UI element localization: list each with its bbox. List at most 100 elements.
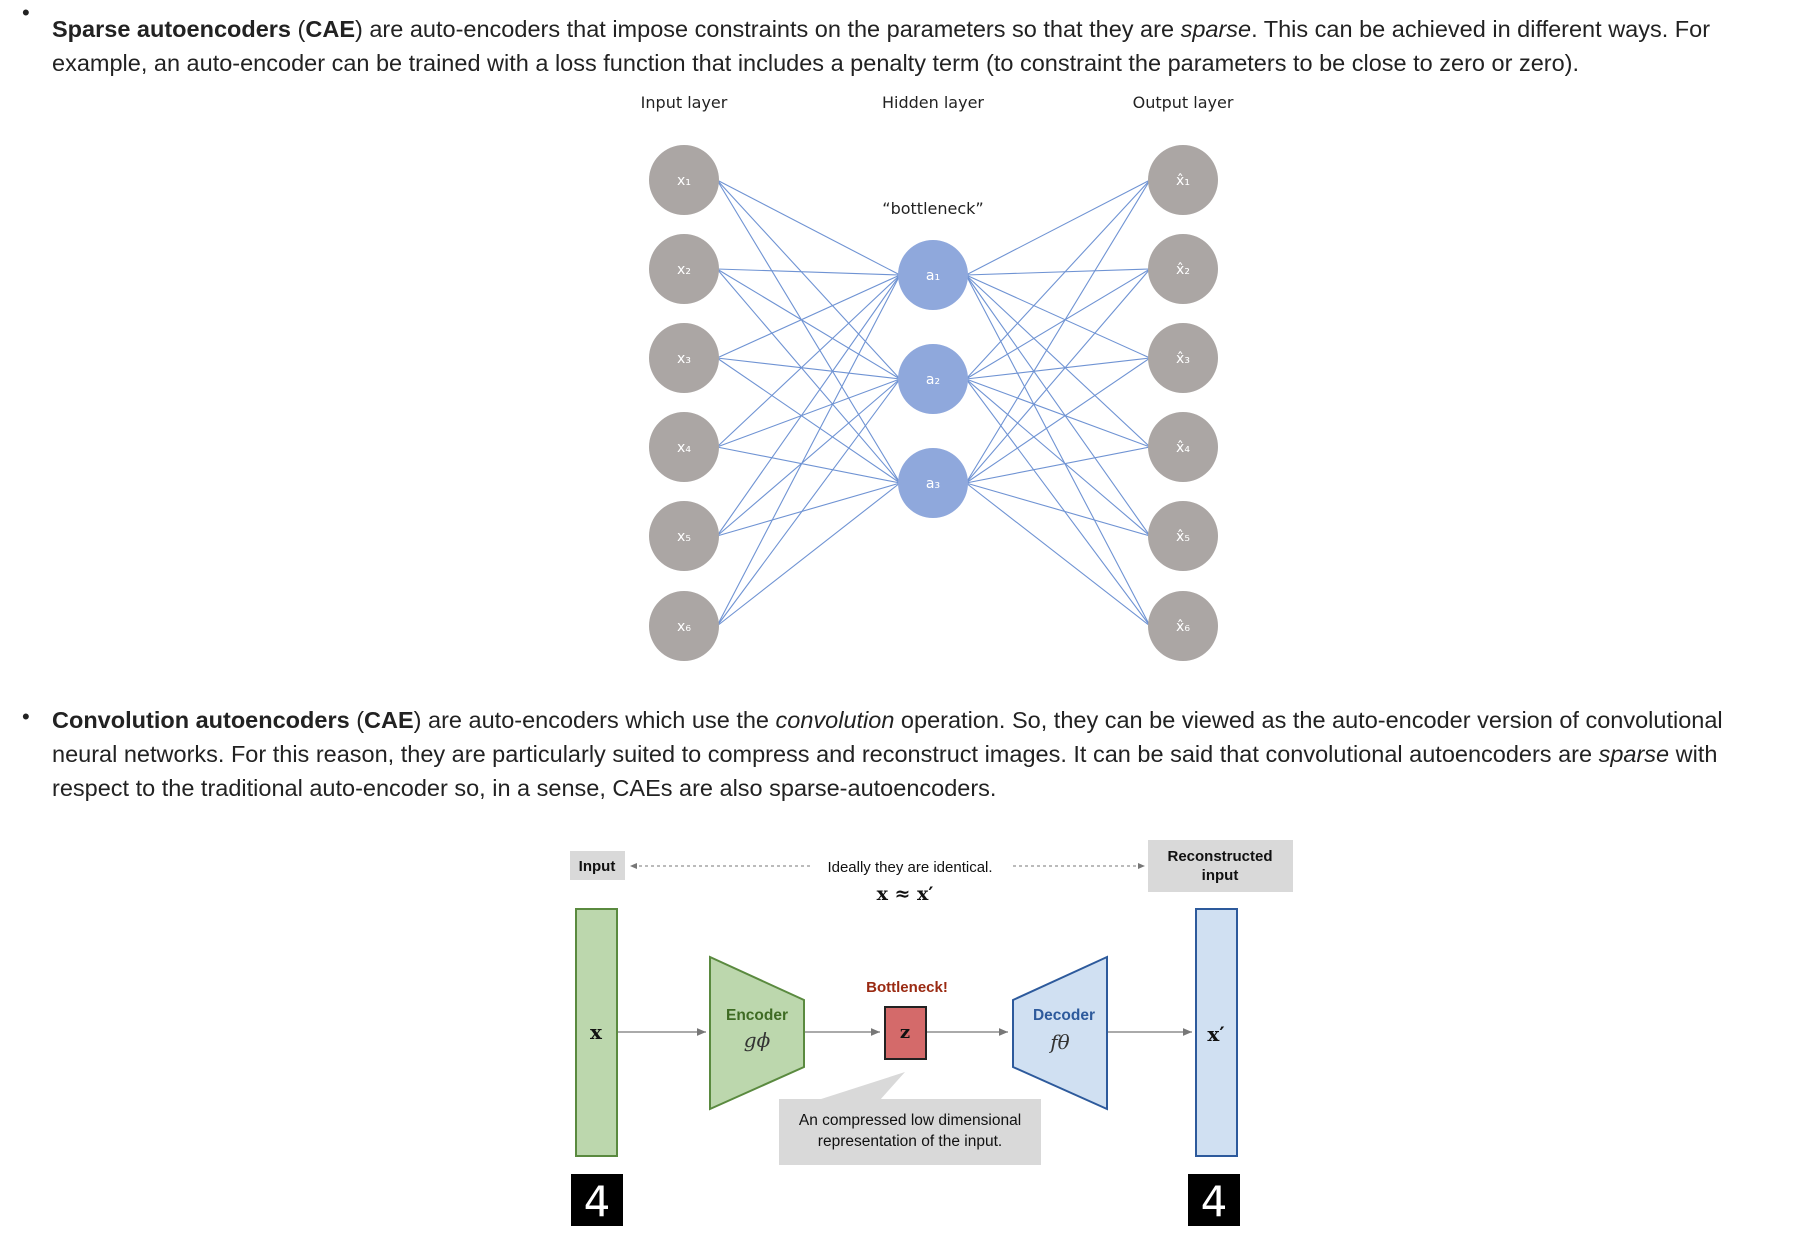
decoder-label: Decoder — [1033, 1007, 1095, 1024]
edge-hid-2-out-2 — [965, 268, 1151, 380]
input-node-5-label: x₅ — [677, 529, 691, 545]
edge-in-6-hid-3 — [716, 482, 901, 627]
reconstructed-label-line1: Reconstructed — [1167, 848, 1272, 865]
edge-hid-3-out-1 — [965, 179, 1151, 484]
conv-text-b: operation. So, they can be viewed as the… — [52, 707, 1723, 767]
edge-hid-2-out-5 — [965, 378, 1151, 537]
encoder-trapezoid — [709, 955, 805, 1111]
edge-in-6-hid-1 — [716, 274, 901, 627]
conv-title: Convolution autoencoders — [52, 707, 350, 733]
sparse-paragraph: Sparse autoencoders (CAE) are auto-encod… — [52, 12, 1772, 80]
edge-hid-3-out-5 — [965, 482, 1151, 537]
paren-open: ( — [291, 16, 306, 42]
edge-in-3-hid-3 — [716, 357, 901, 484]
input-digit: 4 — [584, 1177, 611, 1226]
output-node-3 — [1148, 323, 1218, 393]
edge-in-5-hid-1 — [716, 274, 901, 537]
input-node-3-label: x₃ — [677, 351, 691, 367]
edge-in-2-hid-3 — [716, 268, 901, 484]
sparse-text-a: ) are auto-encoders that impose constrai… — [355, 16, 1181, 42]
hidden-layer-label: Hidden layer — [882, 93, 984, 112]
output-digit: 4 — [1201, 1177, 1228, 1226]
input-box — [570, 851, 625, 880]
conv-emph-convolution: convolution — [775, 707, 895, 733]
conv-paragraph: Convolution autoencoders (CAE) are auto-… — [52, 703, 1772, 805]
edge-hid-1-out-5 — [965, 274, 1151, 537]
edge-in-2-hid-1 — [716, 268, 901, 276]
edge-in-4-hid-1 — [716, 274, 901, 448]
input-node-5 — [649, 501, 719, 571]
bullet-dot: • — [22, 0, 30, 25]
encoder-label: Encoder — [726, 1007, 788, 1024]
edge-in-6-hid-2 — [716, 378, 901, 627]
edge-in-5-hid-3 — [716, 482, 901, 537]
edge-hid-1-out-3 — [965, 274, 1151, 359]
bottleneck-label: Bottleneck! — [866, 979, 948, 996]
input-node-3 — [649, 323, 719, 393]
decoder-trapezoid — [1012, 955, 1108, 1111]
output-node-2 — [1148, 234, 1218, 304]
output-node-5-label: x̂₅ — [1176, 529, 1190, 545]
output-vector-bar — [1195, 908, 1238, 1157]
output-layer-label: Output layer — [1133, 93, 1234, 112]
conv-text-c: with respect to the traditional auto-enc… — [52, 741, 1718, 801]
edge-hid-3-out-2 — [965, 268, 1151, 484]
hidden-node-3 — [898, 448, 968, 518]
edge-hid-1-out-1 — [965, 179, 1151, 276]
output-node-1 — [1148, 145, 1218, 215]
bullet-dot: • — [22, 704, 30, 729]
edge-in-4-hid-2 — [716, 378, 901, 448]
xprime-label: x′ — [1207, 1022, 1224, 1046]
edge-in-4-hid-3 — [716, 446, 901, 484]
output-node-5 — [1148, 501, 1218, 571]
input-node-2-label: x₂ — [677, 262, 691, 278]
input-node-1 — [649, 145, 719, 215]
edge-in-1-hid-1 — [716, 179, 901, 276]
input-layer-label: Input layer — [641, 93, 728, 112]
sparse-title: Sparse autoencoders — [52, 16, 292, 42]
x-label: x — [590, 1020, 603, 1044]
reconstructed-input-box — [1148, 840, 1293, 892]
z-label: z — [900, 1022, 910, 1043]
hidden-node-1-label: a₁ — [926, 268, 940, 284]
sparse-emph: sparse — [1180, 16, 1252, 42]
callout-line1: An compressed low dimensional — [799, 1112, 1021, 1129]
sparse-text-b: . This can be achieved in different ways… — [52, 16, 1711, 76]
edge-hid-2-out-6 — [965, 378, 1151, 627]
edge-hid-1-out-6 — [965, 274, 1151, 627]
conv-abbr: CAE — [364, 707, 414, 733]
hidden-node-1 — [898, 240, 968, 310]
output-node-6 — [1148, 591, 1218, 661]
edge-hid-1-out-4 — [965, 274, 1151, 448]
edge-hid-3-out-3 — [965, 357, 1151, 484]
bottleneck-quote-label: “bottleneck” — [882, 199, 983, 218]
input-node-1-label: x₁ — [677, 173, 691, 189]
edge-in-5-hid-2 — [716, 378, 901, 537]
hidden-node-2-label: a₂ — [926, 372, 940, 388]
edge-in-3-hid-1 — [716, 274, 901, 359]
edge-in-2-hid-2 — [716, 268, 901, 380]
input-digit-image — [571, 1174, 623, 1226]
input-vector-bar — [575, 908, 618, 1157]
nn-edges — [716, 179, 1151, 627]
output-node-6-label: x̂₆ — [1176, 619, 1190, 635]
edge-hid-3-out-6 — [965, 482, 1151, 627]
edge-in-1-hid-3 — [716, 179, 901, 484]
output-node-2-label: x̂₂ — [1176, 262, 1190, 278]
paren-open: ( — [349, 707, 365, 733]
input-node-4-label: x₄ — [677, 440, 691, 456]
edge-hid-1-out-2 — [965, 268, 1151, 276]
output-digit-image — [1188, 1174, 1240, 1226]
output-node-1-label: x̂₁ — [1176, 173, 1190, 189]
edge-hid-3-out-4 — [965, 446, 1151, 484]
output-node-4 — [1148, 412, 1218, 482]
callout-line2: representation of the input. — [818, 1133, 1002, 1150]
conv-text-a: ) are auto-encoders which use the — [413, 707, 776, 733]
input-box-label: Input — [579, 858, 616, 875]
input-node-6-label: x₆ — [677, 619, 691, 635]
edge-in-1-hid-2 — [716, 179, 901, 380]
reconstructed-label-line2: input — [1202, 867, 1239, 884]
